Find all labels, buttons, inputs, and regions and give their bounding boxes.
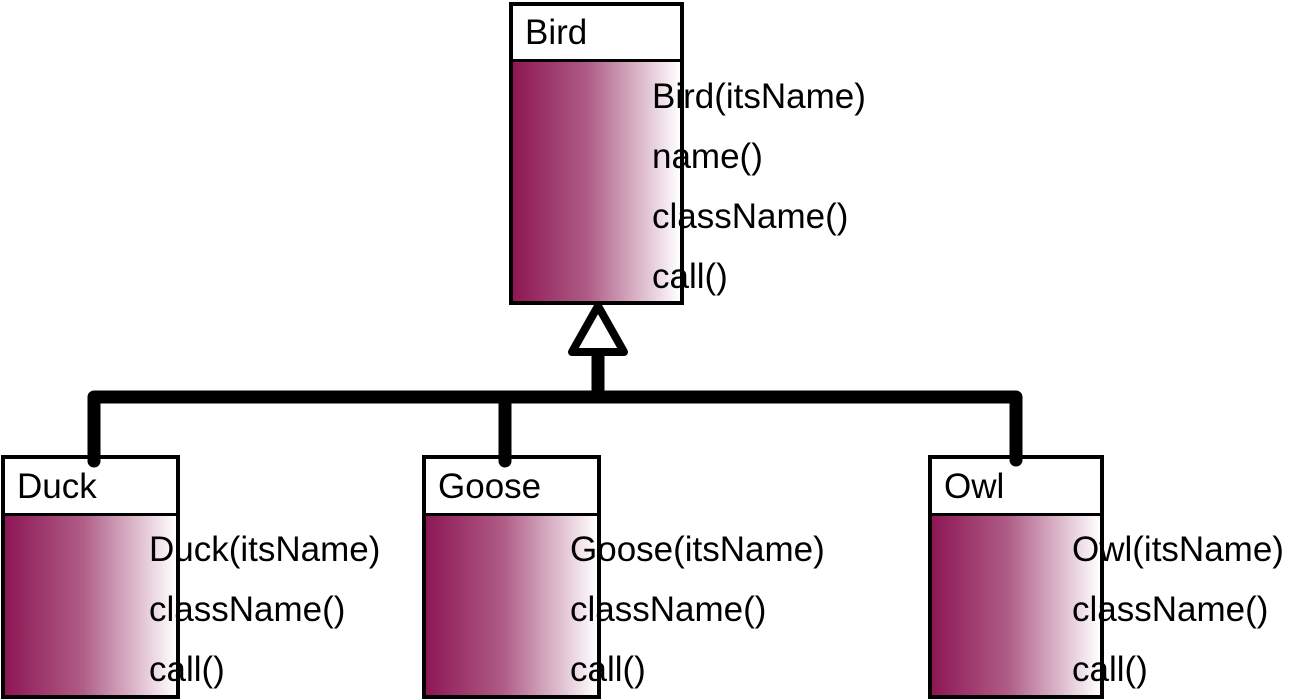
class-body-gradient xyxy=(513,62,680,301)
method-label: Bird(itsName) xyxy=(652,77,866,116)
method-label: name() xyxy=(652,137,763,176)
method-list-owl: Owl(itsName) className() call() xyxy=(1072,520,1284,700)
method-label: call() xyxy=(652,257,728,296)
method-label: Owl(itsName) xyxy=(1072,530,1284,569)
class-title-duck: Duck xyxy=(5,459,176,516)
class-body-gradient xyxy=(5,516,176,695)
class-name-label: Owl xyxy=(944,466,1005,506)
method-label: className() xyxy=(652,197,849,236)
class-box-bird[interactable]: Bird xyxy=(509,2,684,305)
method-label: Goose(itsName) xyxy=(570,530,825,569)
connector-bus-duck-owl[interactable] xyxy=(87,390,1023,468)
method-label: className() xyxy=(1072,590,1269,629)
method-label: className() xyxy=(570,590,767,629)
class-title-goose: Goose xyxy=(426,459,597,516)
class-box-owl[interactable]: Owl xyxy=(928,455,1104,699)
inheritance-triangle-arrowhead[interactable] xyxy=(568,302,628,356)
method-list-goose: Goose(itsName) className() call() xyxy=(570,520,825,700)
method-list-bird: Bird(itsName) name() className() call() xyxy=(652,67,866,307)
class-title-bird: Bird xyxy=(513,6,680,62)
method-label: call() xyxy=(1072,650,1148,689)
method-label: className() xyxy=(149,590,346,629)
class-box-duck[interactable]: Duck xyxy=(1,455,180,699)
method-label: call() xyxy=(149,650,225,689)
class-body-gradient xyxy=(932,516,1100,695)
method-list-duck: Duck(itsName) className() call() xyxy=(149,520,380,700)
class-name-label: Goose xyxy=(438,466,542,506)
class-body-gradient xyxy=(426,516,597,695)
method-label: call() xyxy=(570,650,646,689)
class-name-label: Bird xyxy=(525,13,588,52)
class-name-label: Duck xyxy=(17,466,97,506)
class-title-owl: Owl xyxy=(932,459,1100,516)
method-label: Duck(itsName) xyxy=(149,530,381,569)
